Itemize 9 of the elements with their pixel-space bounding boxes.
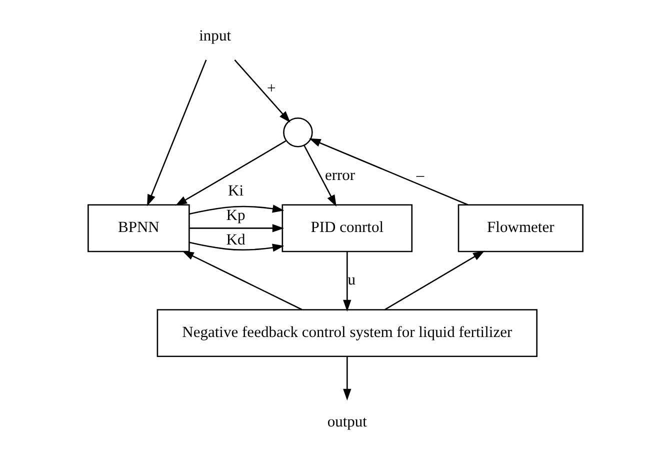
- node-text: input: [198, 28, 231, 45]
- edge-label: Ki: [228, 182, 244, 200]
- node-text: output: [326, 413, 366, 430]
- edge-label: +: [266, 80, 276, 98]
- edge-label: u: [347, 272, 356, 289]
- edge-label: error: [324, 166, 355, 184]
- edge-label: Kd: [226, 232, 245, 249]
- edge-label: Kp: [226, 206, 245, 224]
- edge-label: –: [416, 166, 424, 184]
